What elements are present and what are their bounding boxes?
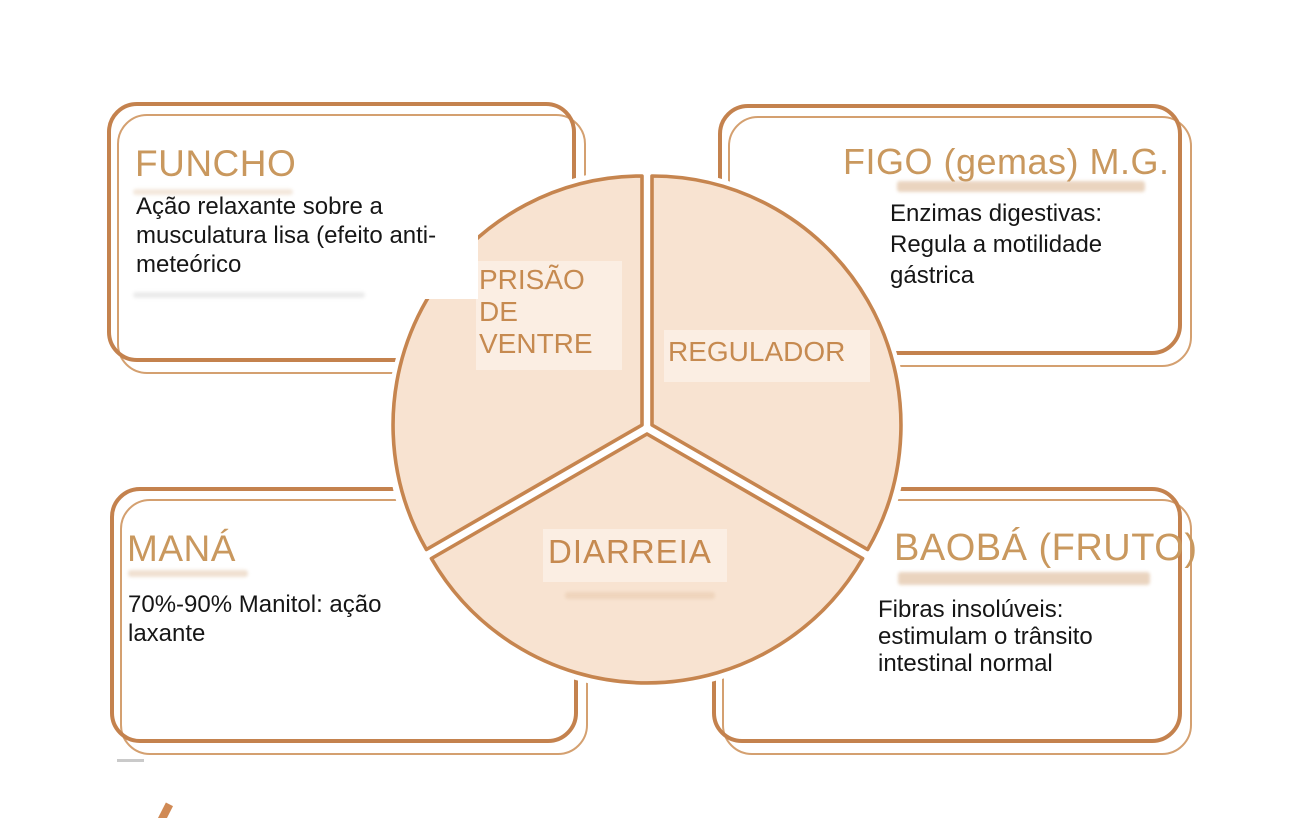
baoba-title: BAOBÁ (FRUTO)	[894, 527, 1198, 569]
prisao-label-background	[476, 261, 622, 370]
wedge-diarreia	[429, 432, 865, 685]
funcho-body: Ação relaxante sobre a musculatura lisa …	[136, 193, 437, 278]
wedge-label-prisao-de-ventre: PRISÃO DE VENTRE	[479, 264, 593, 359]
funcho-title: FUNCHO	[135, 143, 297, 184]
ghost-under-funcho-title	[133, 189, 293, 195]
mana-body: 70%-90% Manitol: ação laxante	[128, 591, 382, 647]
mana-title: MANÁ	[127, 528, 236, 569]
figo-body: Enzimas digestivas: Regula a motilidade …	[890, 200, 1103, 289]
diarreia-label-background	[543, 529, 727, 582]
wedge-regulador	[650, 174, 903, 552]
ghost-under-baoba-title	[898, 572, 1150, 585]
wedge-label-regulador: REGULADOR	[668, 336, 846, 367]
small-gray-mark	[117, 759, 144, 762]
funcho-text-background	[270, 224, 478, 299]
figo-title: FIGO (gemas) M.G.	[843, 141, 1170, 182]
wedge-label-diarreia: DIARREIA	[548, 533, 712, 570]
ghost-under-mana-title	[128, 570, 248, 577]
ghost-under-figo-title	[897, 181, 1145, 192]
ghost-under-funcho-body	[133, 292, 365, 298]
ghost-under-diarreia-label	[565, 592, 715, 599]
baoba-body: Fibras insolúveis: estimulam o trânsito …	[878, 596, 1093, 677]
regulador-label-background	[664, 330, 870, 382]
